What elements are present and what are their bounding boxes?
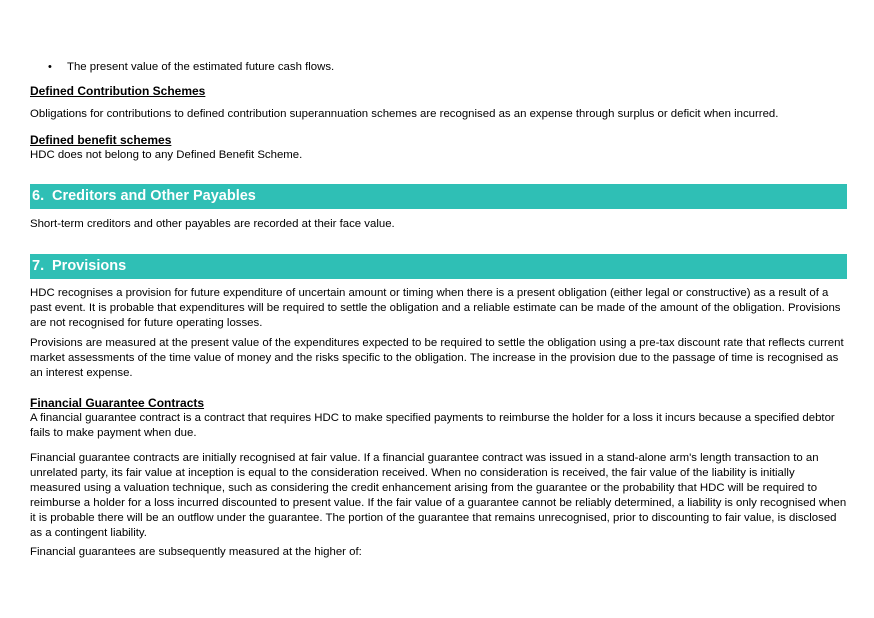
defined-contribution-heading: Defined Contribution Schemes — [30, 84, 206, 98]
financial-guarantee-paragraph-2: Financial guarantee contracts are initia… — [30, 452, 847, 539]
bullet-list-item: • The present value of the estimated fut… — [48, 60, 334, 75]
defined-benefit-text: HDC does not belong to any Defined Benef… — [30, 149, 303, 161]
bullet-icon: • — [48, 61, 52, 73]
financial-guarantee-heading: Financial Guarantee Contracts — [30, 396, 205, 410]
defined-contribution-text: Obligations for contributions to defined… — [30, 108, 779, 120]
defined-benefit-heading: Defined benefit schemes — [30, 133, 172, 147]
section-6-header: 6. Creditors and Other Payables — [30, 184, 847, 209]
section-7-title: Provisions — [52, 258, 127, 274]
section-6-number: 6. — [32, 188, 45, 204]
provisions-paragraph-2: Provisions are measured at the present v… — [30, 337, 844, 379]
financial-guarantee-paragraph-1: A financial guarantee contract is a cont… — [30, 412, 835, 439]
section-6-title: Creditors and Other Payables — [52, 188, 256, 204]
section-7-header: 7. Provisions — [30, 254, 847, 279]
section-6-text: Short-term creditors and other payables … — [30, 218, 395, 230]
financial-guarantee-paragraph-3: Financial guarantees are subsequently me… — [30, 546, 362, 558]
provisions-paragraph-1: HDC recognises a provision for future ex… — [30, 287, 841, 329]
section-7-number: 7. — [32, 258, 45, 274]
bullet-text: The present value of the estimated futur… — [67, 61, 335, 73]
